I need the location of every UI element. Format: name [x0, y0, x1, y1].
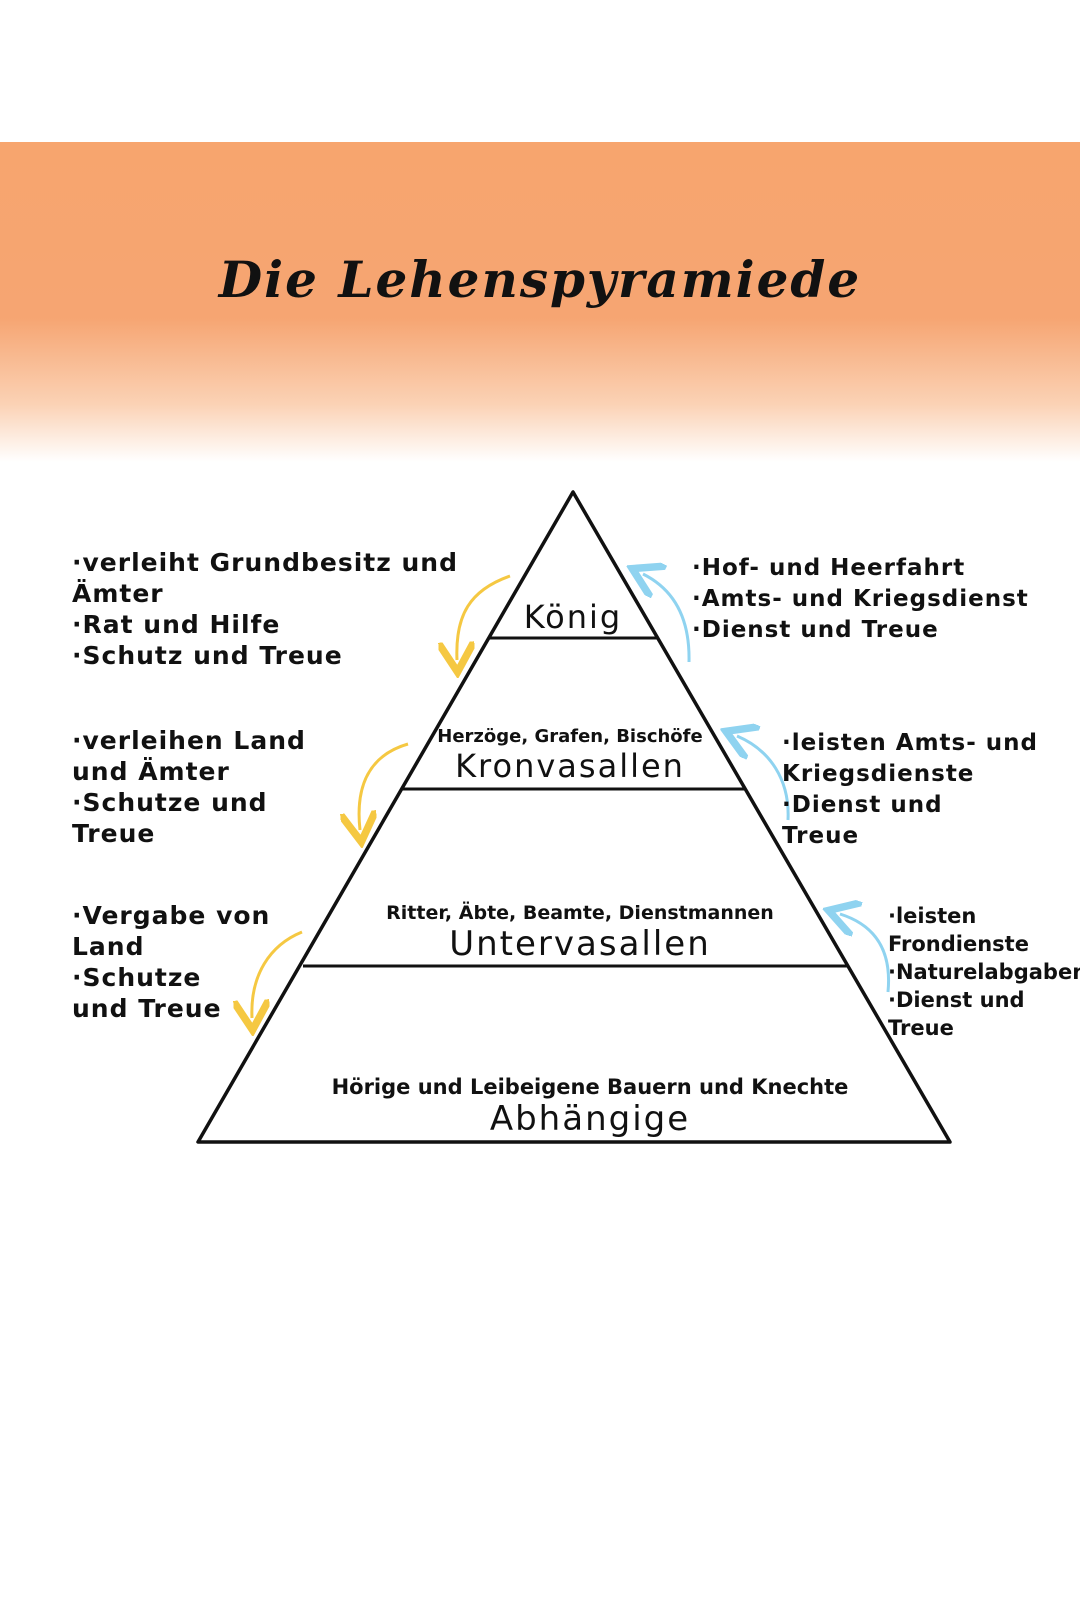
note-line: ·Dienst und: [888, 988, 1025, 1012]
page-title: Die Lehenspyramiede: [218, 250, 862, 309]
note-line: ·Rat und Hilfe: [72, 610, 281, 639]
level-untervasallen: Ritter, Äbte, Beamte, Dienstmannen Unter…: [355, 902, 805, 964]
note-line: ·leisten: [888, 904, 977, 928]
note-line: ·Amts- und Kriegsdienst: [692, 586, 1029, 612]
down-arrow-2: [359, 742, 409, 830]
level-members: Herzöge, Grafen, Bischöfe: [437, 726, 703, 747]
note-line: ·verleihen Land: [72, 726, 306, 755]
note-line: ·Vergabe von: [72, 901, 271, 930]
note-line: und Treue: [72, 994, 222, 1023]
note-line: Land: [72, 932, 145, 961]
header-watercolor-band: [0, 142, 1080, 462]
level-name: Abhängige: [489, 1099, 691, 1139]
right-note-untervasallen: ·leisten Frondienste ·Naturelabgaben ·Di…: [888, 902, 1080, 1042]
level-koenig: König: [503, 598, 643, 636]
note-line: ·Hof- und Heerfahrt: [692, 555, 966, 581]
note-line: ·leisten Amts- und: [782, 730, 1038, 756]
level-members: Ritter, Äbte, Beamte, Dienstmannen: [386, 902, 774, 924]
left-note-untervasallen: ·Vergabe von Land ·Schutze und Treue: [72, 900, 270, 1024]
level-name: Untervasallen: [449, 924, 711, 964]
note-line: Kriegsdienste: [782, 761, 975, 787]
left-note-koenig: ·verleiht Grundbesitz und Ämter ·Rat und…: [72, 547, 458, 671]
level-members: Hörige und Leibeigene Bauern und Knechte: [331, 1075, 849, 1099]
note-line: Ämter: [72, 579, 164, 608]
note-line: Treue: [888, 1016, 954, 1040]
level-name: König: [523, 598, 623, 636]
right-note-kronvasallen: ·leisten Amts- und Kriegsdienste ·Dienst…: [782, 728, 1038, 852]
pyramid-outline: [196, 490, 952, 1144]
note-line: ·Schutz und Treue: [72, 641, 343, 670]
level-kronvasallen: Herzöge, Grafen, Bischöfe Kronvasallen: [420, 726, 720, 785]
note-line: ·Dienst und Treue: [692, 617, 939, 643]
up-arrow-2: [737, 736, 790, 821]
left-note-kronvasallen: ·verleihen Land und Ämter ·Schutze und T…: [72, 725, 306, 849]
up-arrow-3: [840, 914, 891, 993]
up-arrow-1: [643, 574, 691, 663]
level-abhaengige: Hörige und Leibeigene Bauern und Knechte…: [290, 1075, 890, 1139]
note-line: ·Naturelabgaben: [888, 960, 1080, 984]
note-line: Treue: [782, 823, 860, 849]
note-line: ·Schutze und: [72, 788, 268, 817]
down-arrow-3: [252, 930, 303, 1018]
right-note-koenig: ·Hof- und Heerfahrt ·Amts- und Kriegsdie…: [692, 553, 1029, 646]
note-line: ·verleiht Grundbesitz und: [72, 548, 458, 577]
note-line: ·Schutze: [72, 963, 202, 992]
down-arrow-1: [457, 574, 511, 660]
note-line: und Ämter: [72, 757, 230, 786]
note-line: ·Dienst und: [782, 792, 943, 818]
note-line: Treue: [72, 819, 156, 848]
level-name: Kronvasallen: [455, 747, 685, 785]
note-line: Frondienste: [888, 932, 1029, 956]
